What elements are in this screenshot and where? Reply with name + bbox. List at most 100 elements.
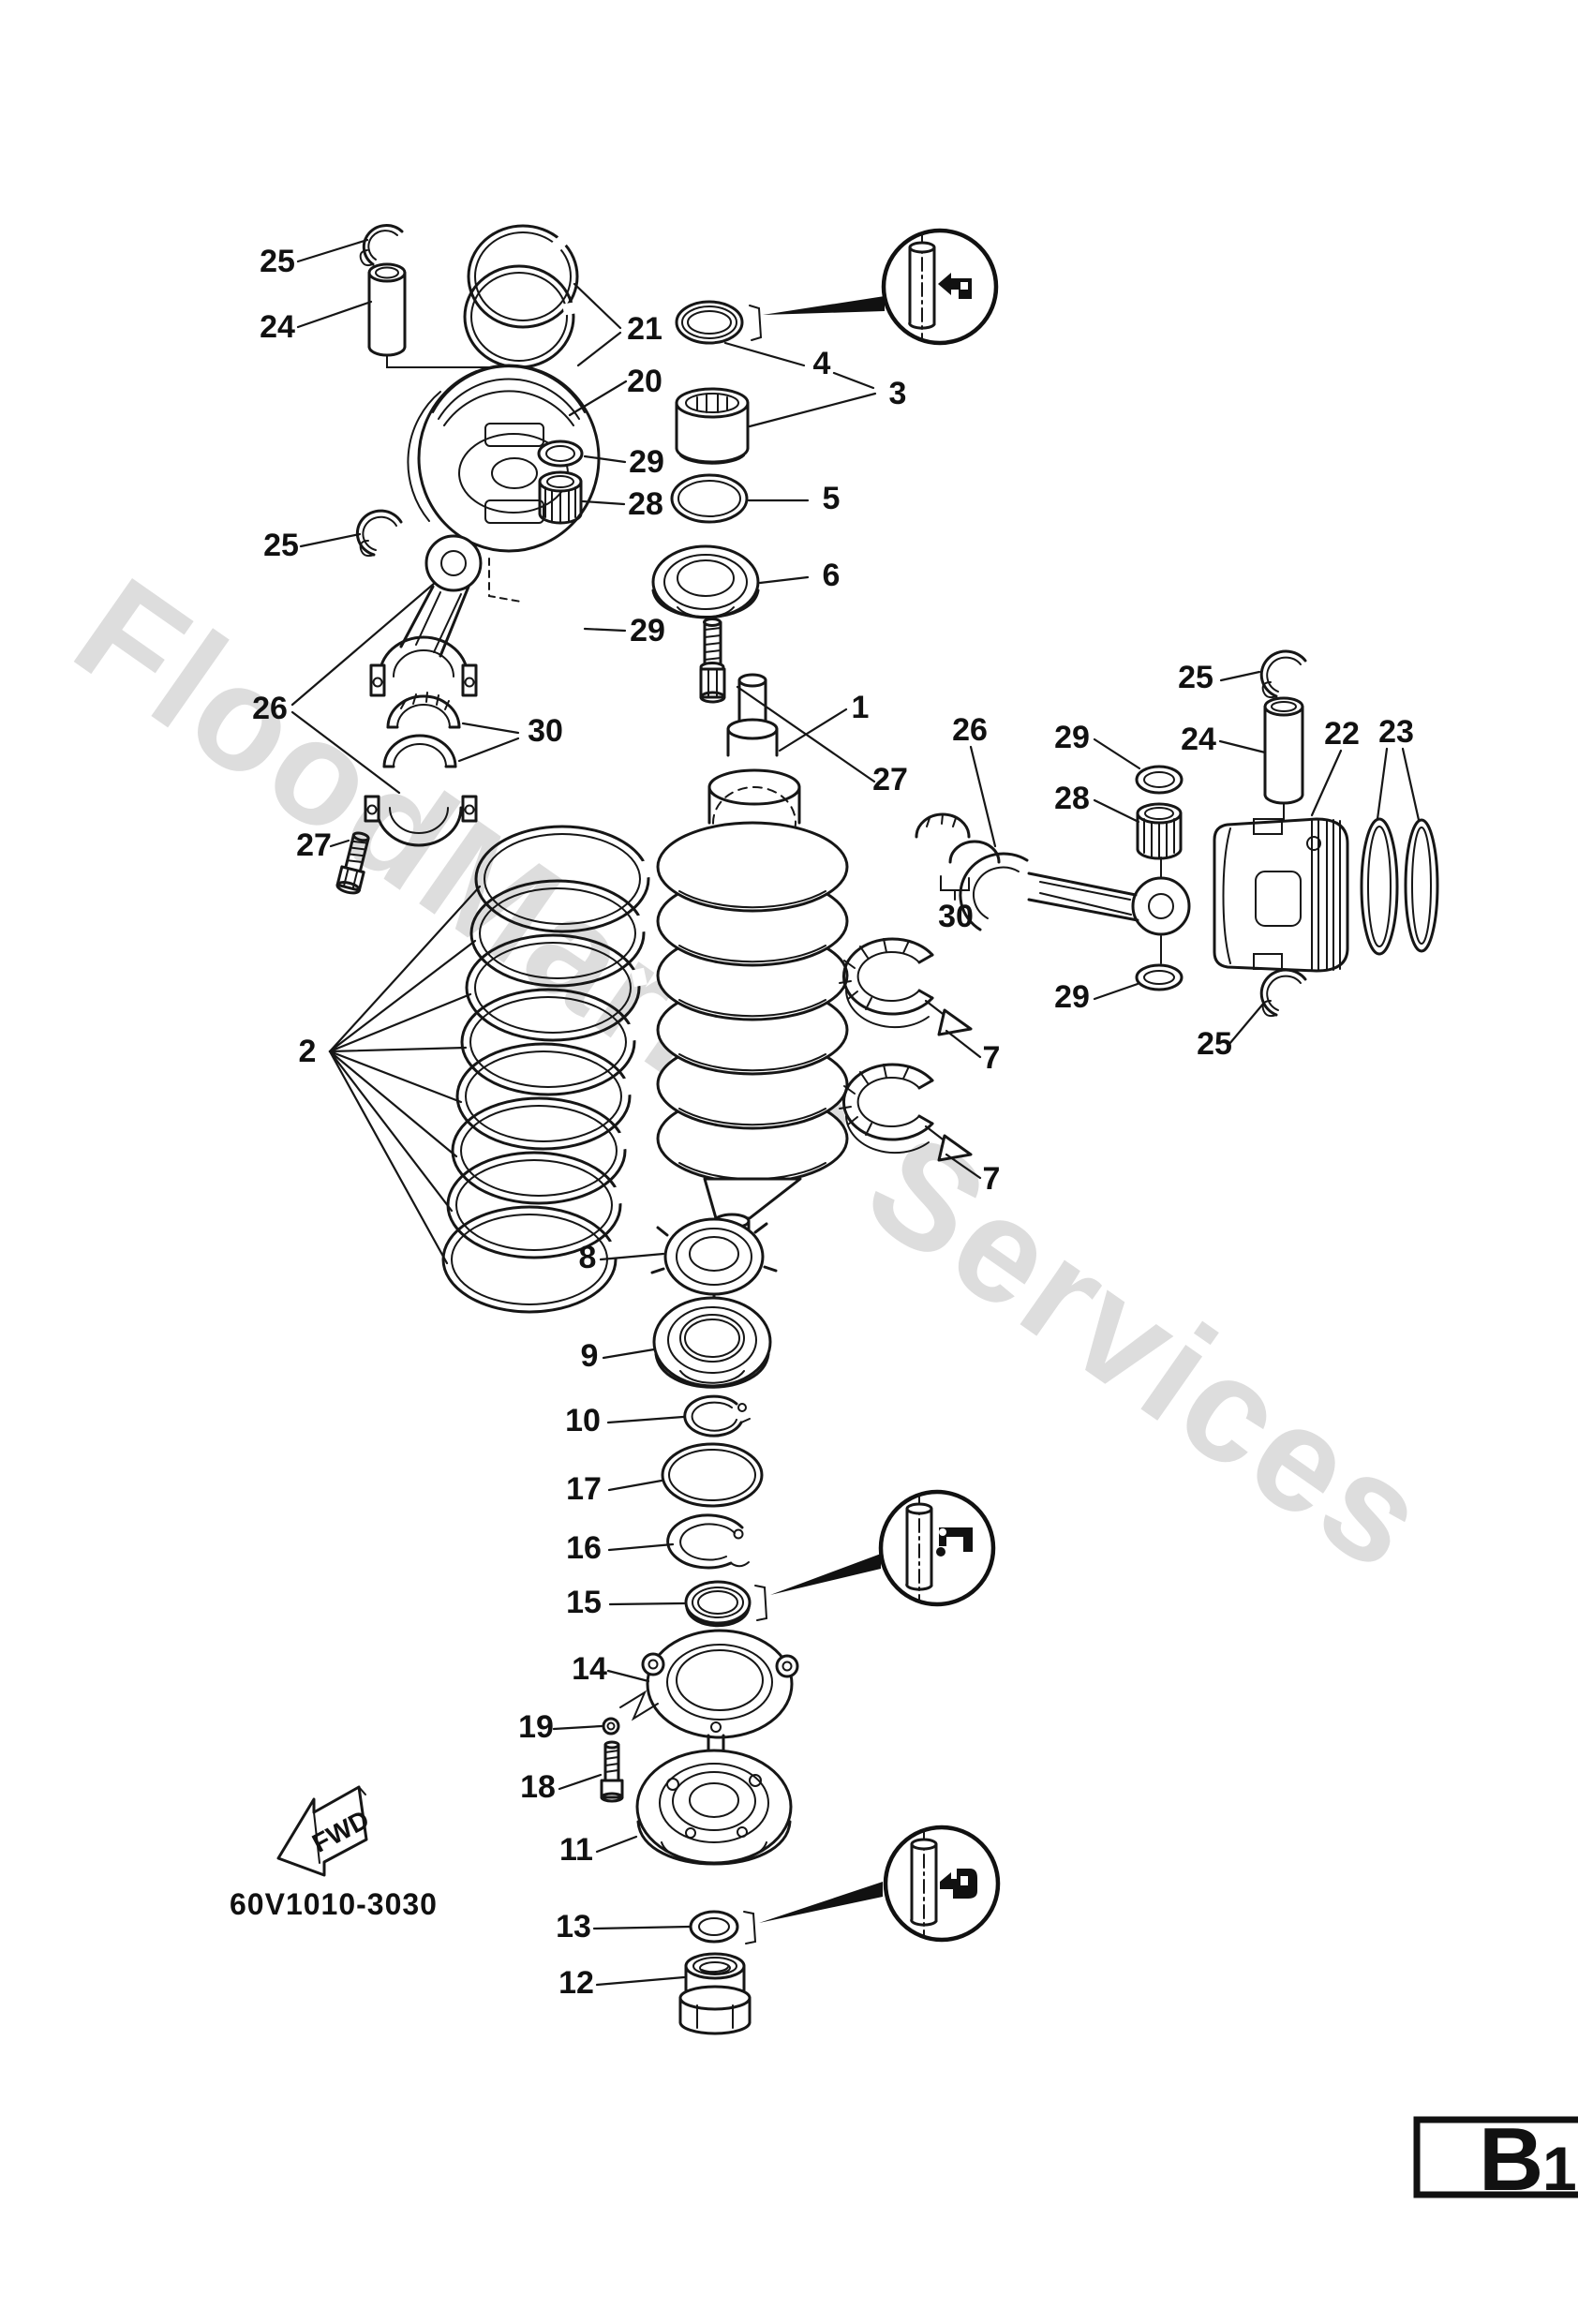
split-bearing-7-upper <box>839 937 973 1036</box>
screw-washer-19 <box>602 1690 659 1736</box>
part-label-10-32: 10 <box>565 1403 601 1438</box>
callout-leader-middle <box>770 1554 881 1595</box>
seal-ring-4 <box>675 300 763 345</box>
piston-20 <box>407 364 601 603</box>
o-ring-17 <box>661 1442 764 1508</box>
part-label-17-33: 17 <box>566 1471 602 1507</box>
part-label-7-28: 7 <box>983 1040 1001 1076</box>
pin-seal-detail-callout-top-icon <box>881 228 999 346</box>
part-label-5-15: 5 <box>823 481 841 516</box>
part-label-22-23: 22 <box>1324 716 1360 752</box>
crankshaft-1 <box>656 673 849 1251</box>
retainer-8 <box>650 1217 778 1306</box>
nut-12 <box>678 1952 752 2035</box>
part-label-29-19: 29 <box>1054 720 1090 755</box>
part-label-21-2: 21 <box>627 311 662 347</box>
washer-13 <box>689 1910 757 1944</box>
part-label-30-9: 30 <box>528 713 563 749</box>
bearing-housing-11 <box>635 1749 793 1866</box>
callout-leader-bottom <box>759 1882 883 1923</box>
piston-rings-21 <box>463 224 622 369</box>
part-label-24-1: 24 <box>260 309 295 345</box>
rod-bolt-27-right <box>699 618 726 704</box>
part-label-4-13: 4 <box>813 346 831 381</box>
needle-bearing-28-left <box>538 470 583 525</box>
circlip-25-top-left <box>359 224 404 267</box>
part-label-6-16: 6 <box>823 558 841 593</box>
part-label-25-21: 25 <box>1178 660 1213 695</box>
part-label-30-25: 30 <box>938 899 974 934</box>
part-label-26-8: 26 <box>252 691 288 726</box>
part-label-1-12: 1 <box>852 690 870 725</box>
o-ring-5 <box>670 473 749 524</box>
page-code-box: B 1 <box>1413 2109 1578 2210</box>
part-label-15-35: 15 <box>566 1585 602 1620</box>
part-label-27-10: 27 <box>296 827 332 863</box>
needle-bearing-28-right <box>1136 802 1183 860</box>
pin-seal-detail-callout-bottom-icon <box>883 1825 1001 1943</box>
piston-assembly-right <box>915 649 1439 1018</box>
part-label-18-38: 18 <box>520 1769 556 1805</box>
crank-top-parts <box>651 300 763 704</box>
part-label-28-5: 28 <box>628 486 663 522</box>
part-label-19-37: 19 <box>518 1709 554 1745</box>
part-label-13-40: 13 <box>556 1909 591 1944</box>
fwd-arrow: FWD <box>276 1785 374 1877</box>
page-code-main: B <box>1479 2109 1543 2210</box>
part-label-29-4: 29 <box>629 444 664 480</box>
part-label-29-26: 29 <box>1054 979 1090 1015</box>
part-label-7-29: 7 <box>983 1161 1001 1197</box>
ball-bearing-9 <box>652 1296 772 1389</box>
rod-cap-27-left <box>364 795 478 847</box>
connecting-rod-26-right <box>959 852 1191 964</box>
lower-crank-parts <box>600 1217 799 2035</box>
part-label-8-30: 8 <box>579 1240 597 1275</box>
bearing-sleeve-3 <box>675 387 750 465</box>
piston-22 <box>1213 817 1349 973</box>
part-label-16-34: 16 <box>566 1530 602 1566</box>
washer-29-upper-left <box>537 439 584 468</box>
bearing-shells-30-right <box>915 812 1001 901</box>
part-label-20-3: 20 <box>627 364 662 399</box>
part-label-23-24: 23 <box>1378 714 1414 750</box>
part-label-9-31: 9 <box>581 1338 599 1374</box>
part-label-25-27: 25 <box>1197 1026 1232 1062</box>
part-label-29-7: 29 <box>630 613 665 648</box>
circlip-10 <box>683 1394 751 1438</box>
part-label-2-11: 2 <box>299 1034 317 1069</box>
circlip-25-lower-left <box>355 509 403 558</box>
ring-gaps <box>607 858 657 1259</box>
part-label-25-6: 25 <box>263 528 299 563</box>
page-code-sub: 1 <box>1542 2134 1577 2203</box>
part-label-11-39: 11 <box>559 1832 593 1868</box>
part-label-14-36: 14 <box>572 1651 607 1687</box>
washer-29-upper-right <box>1135 765 1184 795</box>
part-label-28-20: 28 <box>1054 781 1090 816</box>
ring-stack-2 <box>328 825 657 1314</box>
drawing-number: 60V1010-3030 <box>230 1887 438 1921</box>
pin-seal-detail-callout-middle-icon <box>878 1489 996 1607</box>
washer-29-lower-right <box>1135 963 1184 991</box>
circlip-25-top-right <box>1259 649 1307 699</box>
piston-pin-24-left <box>367 262 507 425</box>
leader-lines <box>290 238 1421 1987</box>
bolt-18 <box>600 1740 624 1803</box>
callout-leader-top <box>763 296 885 315</box>
piston-assembly-left <box>335 224 622 895</box>
ball-bearing-6 <box>651 544 760 619</box>
connecting-rod-26-left <box>369 534 483 697</box>
crank-webs <box>656 821 849 1184</box>
part-label-3-14: 3 <box>889 376 907 411</box>
bearing-shells-30-left <box>382 692 461 768</box>
rings <box>441 825 650 1314</box>
ring-stack-leaders <box>328 885 482 1265</box>
seal-housing-14 <box>641 1629 799 1759</box>
part-label-26-17: 26 <box>952 712 988 748</box>
seal-15 <box>684 1580 768 1628</box>
rod-bolt-27-left <box>335 831 370 895</box>
circlip-25-bottom-right <box>1259 968 1307 1018</box>
piston-rings-23 <box>1360 817 1439 956</box>
part-label-25-0: 25 <box>260 244 295 279</box>
